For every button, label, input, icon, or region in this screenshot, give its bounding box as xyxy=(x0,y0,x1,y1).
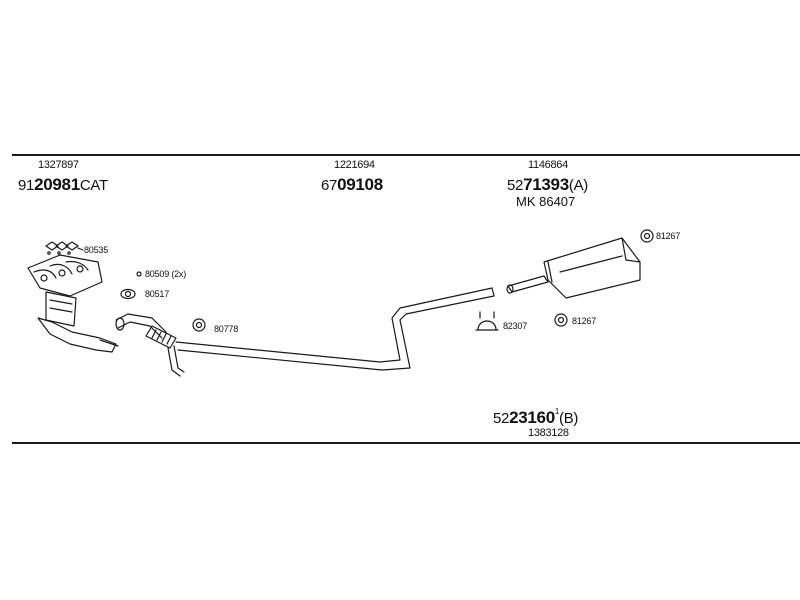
callout-bolts: 80509 (2x) xyxy=(145,269,187,279)
front-pipe xyxy=(115,313,185,377)
top-rule xyxy=(12,154,800,156)
catalytic-converter-manifold xyxy=(27,241,119,353)
callout-rubber-mount-top: 81267 xyxy=(656,231,681,241)
group-2-part-number: 6709108 xyxy=(321,175,383,194)
rear-silencer xyxy=(506,237,641,299)
group-3-kit-number: MK 86407 xyxy=(516,194,576,209)
callout-flange-gasket: 80517 xyxy=(145,289,170,299)
u-clamp-icon xyxy=(475,311,499,331)
group-3-part-number: 5271393(A) xyxy=(507,175,588,194)
callout-front-clamp: 80778 xyxy=(214,324,239,334)
bottom-rule xyxy=(12,442,800,444)
group-2-ref: 1221694 xyxy=(334,159,375,171)
flange-gasket-icon xyxy=(120,288,136,300)
front-clamp-icon xyxy=(192,318,206,332)
rubber-mount-top-icon xyxy=(640,229,654,243)
group-4-part-number: 52231601(B) xyxy=(493,407,579,427)
middle-pipe xyxy=(175,287,495,371)
callout-rubber-mount-bottom: 81267 xyxy=(572,316,597,326)
group-4-ref: 1383128 xyxy=(528,427,569,439)
rubber-mount-bottom-icon xyxy=(554,313,568,327)
group-3-ref: 1146864 xyxy=(528,159,568,171)
callout-gasket-set: 80535 xyxy=(84,245,109,255)
group-1-ref: 1327897 xyxy=(38,159,79,171)
callout-u-clamp: 82307 xyxy=(503,321,528,331)
bolt-icon xyxy=(136,271,142,277)
group-1-part-number: 9120981CAT xyxy=(18,175,108,194)
gasket-set-icon xyxy=(45,241,79,255)
